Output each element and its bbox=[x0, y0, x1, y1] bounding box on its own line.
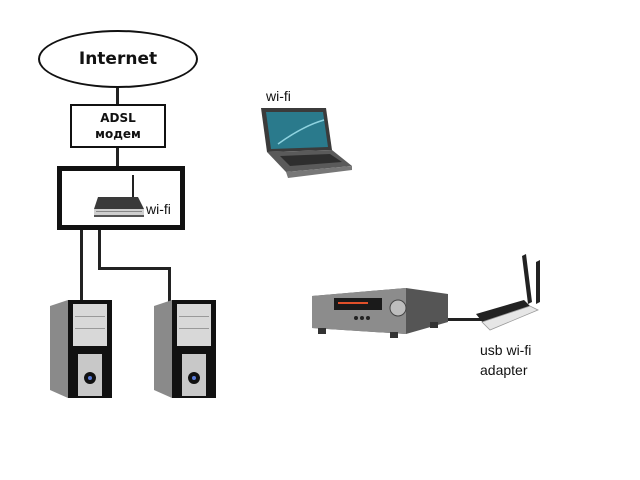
internet-label: Internet bbox=[78, 49, 158, 69]
wifi-router-node: wi-fi bbox=[57, 166, 185, 230]
av-receiver-icon bbox=[312, 288, 448, 338]
modem-label-line1: ADSL bbox=[100, 111, 136, 125]
usb-wifi-adapter-icon bbox=[476, 254, 540, 331]
connector-router-pc2-drop bbox=[168, 267, 171, 303]
usb-adapter-label-line1: usb wi-fi bbox=[480, 342, 532, 358]
connector-receiver-usb bbox=[448, 318, 482, 321]
router-icon bbox=[94, 175, 144, 217]
desktop-pc-1-icon bbox=[50, 300, 112, 398]
router-label: wi-fi bbox=[146, 201, 171, 217]
connector-modem-router bbox=[116, 148, 119, 166]
adsl-modem-node: ADSL модем bbox=[70, 104, 166, 148]
usb-adapter-label: usb wi-fi adapter bbox=[480, 340, 531, 380]
laptop-icon bbox=[261, 108, 352, 178]
connector-router-pc1 bbox=[80, 230, 83, 302]
laptop-label: wi-fi bbox=[266, 88, 291, 104]
desktop-pc-2-icon bbox=[154, 300, 216, 398]
connector-internet-modem bbox=[116, 88, 119, 104]
usb-adapter-label-line2: adapter bbox=[480, 362, 528, 378]
connector-router-pc2-horizontal bbox=[98, 267, 170, 270]
connector-router-pc2-vertical bbox=[98, 230, 101, 270]
internet-node: Internet bbox=[38, 30, 198, 88]
modem-label-line2: модем bbox=[95, 127, 141, 141]
